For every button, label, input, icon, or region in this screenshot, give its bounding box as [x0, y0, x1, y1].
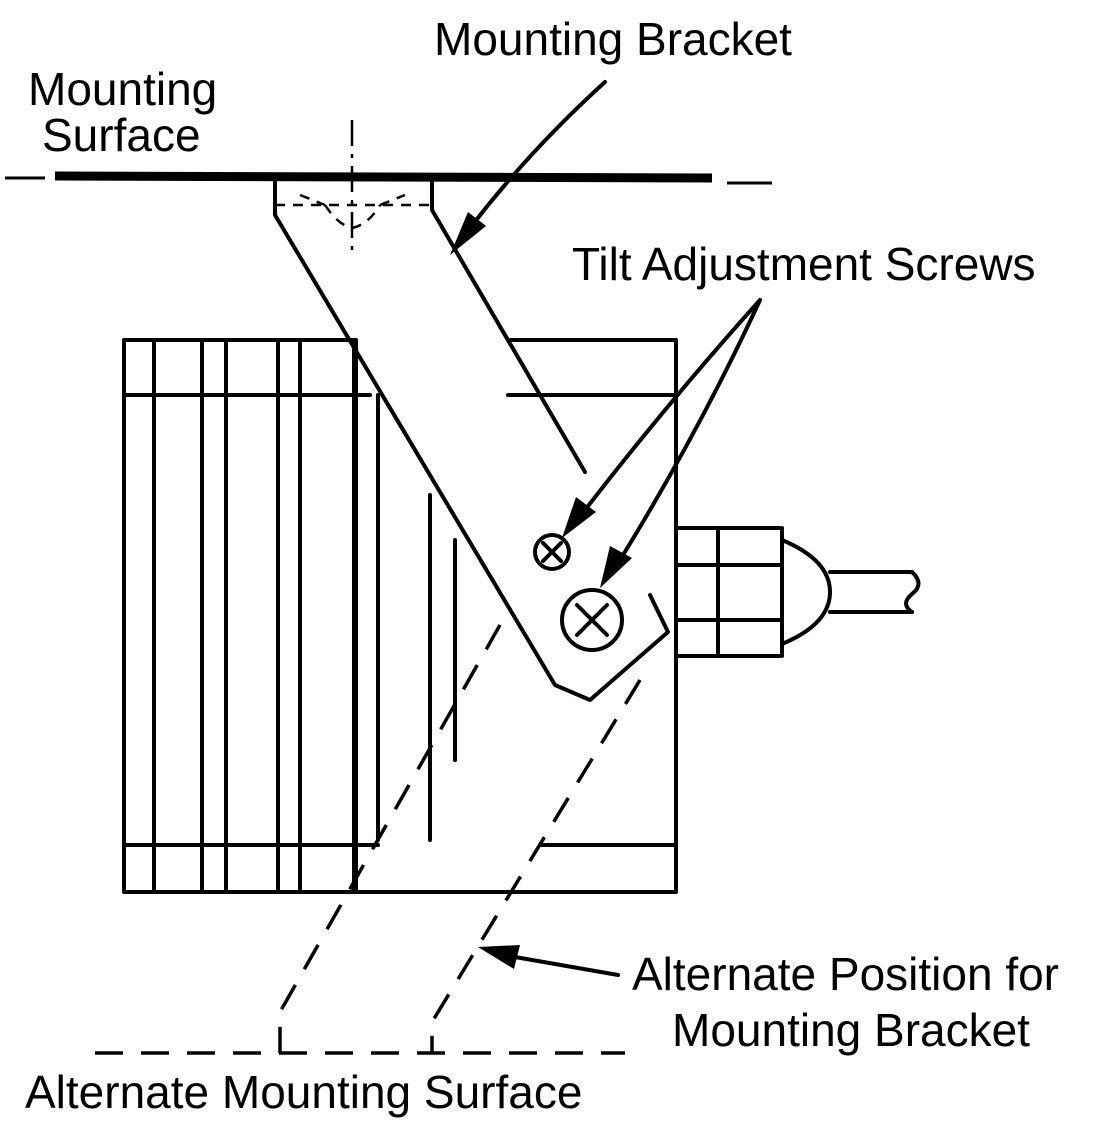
arrow-tilt-screw-small [562, 298, 762, 538]
mounting-bracket-label: Mounting Bracket [434, 13, 792, 65]
cable-gland [674, 526, 832, 658]
sensor-housing [122, 338, 678, 894]
arrow-alternate-position [478, 945, 620, 977]
alternate-mounting-surface-label: Alternate Mounting Surface [25, 1066, 582, 1118]
mounting-bracket [273, 120, 670, 702]
tilt-adjustment-screws-label: Tilt Adjustment Screws [572, 238, 1036, 290]
phillips-screw-icon [560, 588, 624, 652]
cable [828, 570, 921, 614]
mounting-surface-label-line2: Surface [42, 109, 201, 161]
mounting-surface [5, 171, 772, 185]
alternate-position-label-line2: Mounting Bracket [672, 1004, 1030, 1056]
alternate-bracket-outline [278, 624, 642, 1053]
alternate-position-label-line1: Alternate Position for [632, 948, 1059, 1000]
mounting-surface-label-line1: Mounting [28, 63, 217, 115]
slotted-screw-icon [533, 533, 571, 571]
arrow-tilt-screw-large [600, 298, 762, 588]
arrow-mounting-bracket [450, 80, 607, 255]
